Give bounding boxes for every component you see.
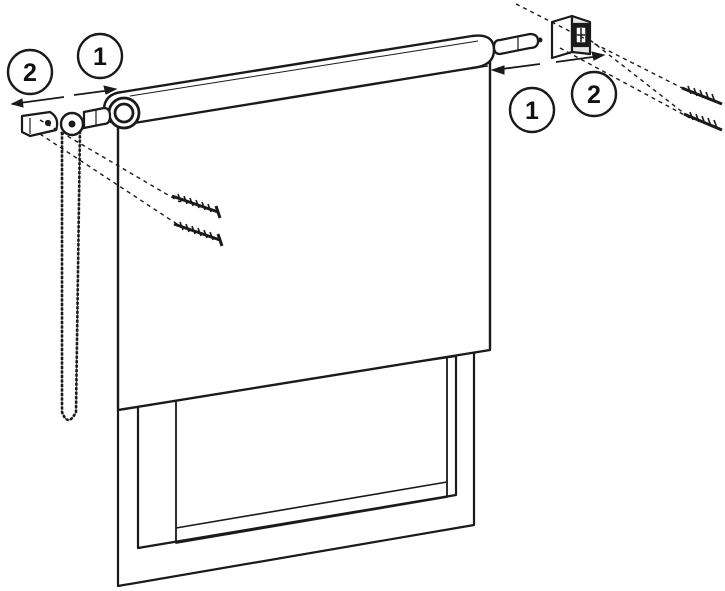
left-step-two: 2 (6, 48, 54, 96)
right-guides (515, 3, 691, 119)
screw-icon (681, 85, 723, 106)
roller-tube (102, 34, 496, 126)
chain-pulley-icon (59, 111, 85, 137)
right-step-two: 2 (570, 70, 618, 118)
tube-end-cap (107, 96, 141, 130)
svg-text:1: 1 (525, 97, 539, 125)
svg-text:2: 2 (587, 81, 601, 109)
screw-icon (171, 193, 222, 219)
left-guides (39, 119, 181, 227)
left-bracket-icon (20, 110, 59, 138)
svg-text:2: 2 (23, 59, 37, 87)
left-arrows (10, 85, 118, 108)
svg-text:1: 1 (93, 43, 107, 71)
left-step-one: 1 (76, 32, 124, 80)
right-step-one: 1 (508, 86, 556, 134)
screw-icon (173, 221, 224, 247)
end-plug-icon (82, 106, 112, 130)
right-bracket-icon (550, 14, 592, 60)
right-arrows (490, 51, 606, 75)
end-plug-icon (492, 32, 543, 56)
bead-chain (60, 129, 82, 422)
screw-icon (683, 111, 723, 132)
